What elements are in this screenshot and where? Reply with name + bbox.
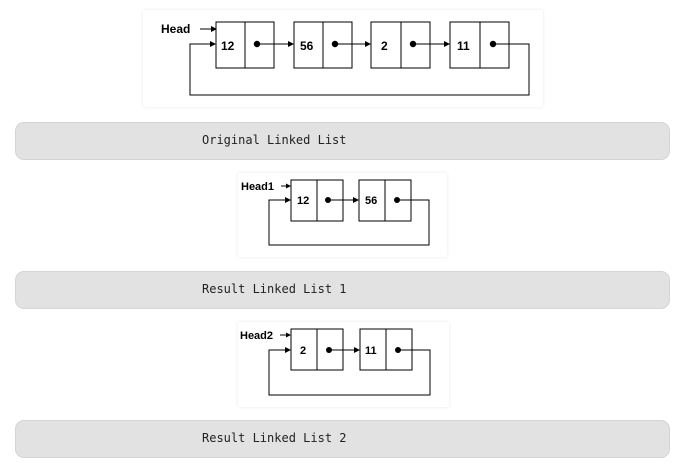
node-value: 56	[300, 39, 314, 53]
list-node: 12	[290, 179, 344, 222]
caption-original-list: Original Linked List	[15, 122, 670, 160]
caption-text: Result Linked List 1	[202, 282, 347, 296]
head-pointer-arrow	[281, 183, 291, 189]
head-pointer-arrow	[280, 332, 291, 338]
result-list-1-svg: Head1 12 56	[241, 179, 430, 246]
next-arrow	[328, 197, 359, 203]
next-arrow	[257, 41, 294, 47]
circular-link-arrow	[268, 197, 430, 246]
original-list-svg: Head 12 56	[161, 21, 530, 96]
caption-text: Result Linked List 2	[202, 431, 347, 445]
head-label: Head1	[241, 181, 274, 193]
circular-link-arrow	[268, 347, 431, 396]
original-list-diagram: Head 12 56	[143, 10, 543, 107]
result-list-2-diagram: Head2 2 11	[238, 322, 449, 407]
list-node: 56	[293, 21, 353, 69]
head-label: Head	[161, 22, 190, 36]
caption-result-list-2: Result Linked List 2	[15, 420, 670, 458]
node-value: 11	[365, 345, 377, 357]
next-arrow	[335, 41, 371, 47]
node-value: 2	[381, 39, 388, 53]
head-pointer-arrow	[200, 26, 217, 32]
circular-link-arrow	[189, 41, 530, 96]
caption-result-list-1: Result Linked List 1	[15, 271, 670, 309]
list-node: 12	[215, 21, 275, 69]
node-value: 12	[297, 195, 309, 207]
list-node: 11	[449, 21, 510, 69]
node-value: 56	[365, 195, 377, 207]
next-arrow	[329, 347, 360, 353]
next-arrow	[413, 41, 450, 47]
node-value: 2	[300, 345, 306, 357]
node-value: 11	[457, 39, 470, 53]
result-list-2-svg: Head2 2 11	[240, 328, 431, 396]
result-list-1-diagram: Head1 12 56	[238, 173, 447, 257]
head-label: Head2	[240, 330, 273, 342]
node-value: 12	[221, 39, 235, 53]
list-node: 2	[370, 21, 431, 69]
caption-text: Original Linked List	[202, 133, 347, 147]
